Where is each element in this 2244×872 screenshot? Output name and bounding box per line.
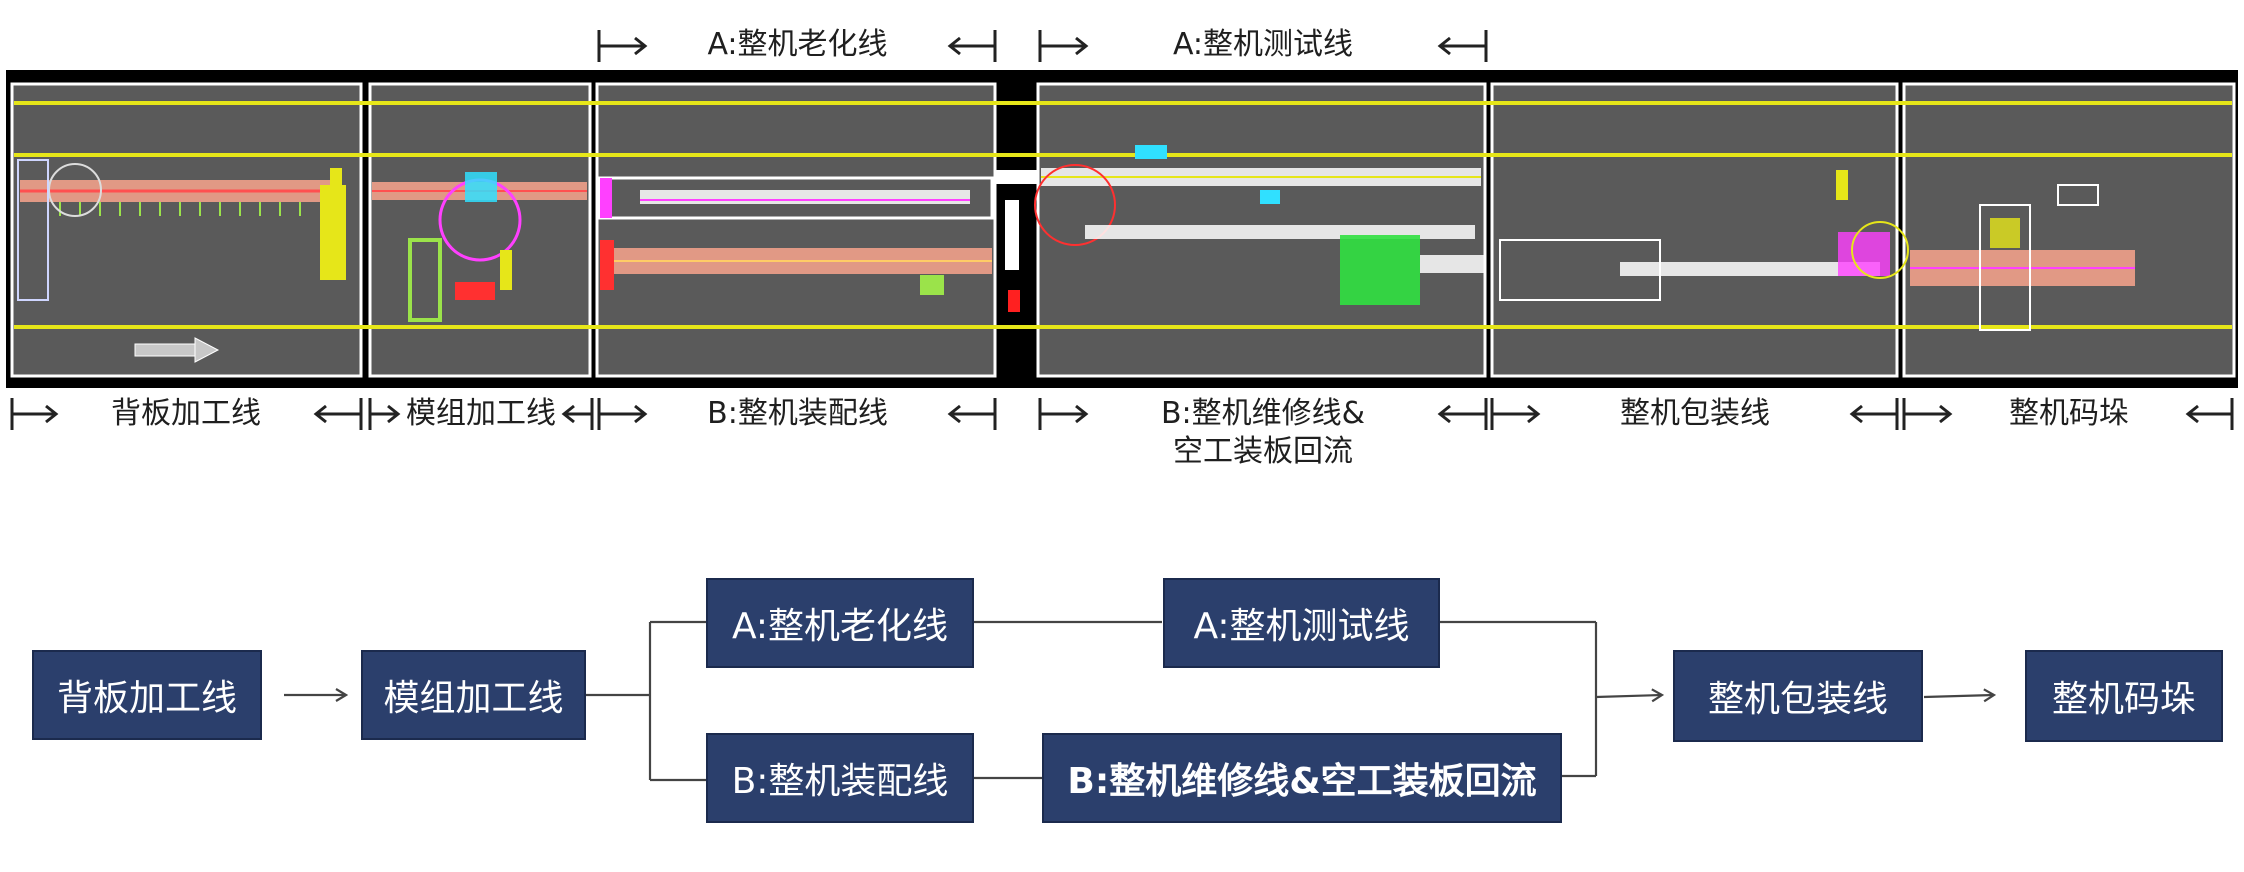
span-bracket-aging	[597, 30, 997, 62]
direction-arrow-icon	[134, 337, 220, 363]
conveyor-aging	[598, 176, 994, 220]
conveyor-module	[372, 172, 587, 322]
flow-box-repair: B:整机维修线&空工装板回流	[1042, 733, 1562, 823]
conveyor-repair	[1085, 225, 1485, 305]
span-label-backplate: 背板加工线	[111, 396, 261, 431]
conveyor-test	[1034, 145, 1481, 246]
conveyor-assembly	[600, 240, 992, 295]
conveyor-bridge	[995, 170, 1039, 312]
layout-drawing	[6, 30, 2238, 430]
flow-box-assembly: B:整机装配线	[706, 733, 974, 823]
flow-box-backplate: 背板加工线	[32, 650, 262, 740]
span-label-aging: A:整机老化线	[707, 27, 888, 62]
conveyor-packing	[1499, 170, 1909, 301]
flow-box-packing: 整机包装线	[1673, 650, 1923, 742]
conveyor-backplate	[17, 159, 346, 301]
flow-box-module: 模组加工线	[361, 650, 586, 740]
span-label-module: 模组加工线	[406, 396, 556, 431]
flow-box-stacking: 整机码垛	[2025, 650, 2223, 742]
arrow-merge-packing	[1595, 695, 1662, 697]
panel-backplate	[10, 82, 363, 378]
yellow-rails	[14, 101, 2232, 329]
flow-connectors	[284, 620, 2244, 782]
span-label-packing: 整机包装线	[1620, 396, 1770, 431]
flow-box-test: A:整机测试线	[1163, 578, 1440, 668]
span-label-assembly: B:整机装配线	[707, 396, 888, 431]
span-label-test: A:整机测试线	[1172, 27, 1354, 62]
flow-box-aging: A:整机老化线	[706, 578, 974, 668]
panel-module	[368, 82, 592, 378]
arrow-packing-stacking	[1923, 695, 1994, 697]
panel-stacking	[1902, 82, 2236, 378]
span-label-repair-line2: 空工装板回流	[1173, 434, 1353, 469]
span-label-repair: B:整机维修线& 空工装板回流	[1086, 395, 1440, 471]
panel-packing	[1490, 82, 1899, 378]
span-bracket-test	[1038, 30, 1488, 62]
conveyor-stacking	[1910, 184, 2135, 331]
span-label-stacking: 整机码垛	[2009, 396, 2129, 431]
span-brackets-bottom	[10, 398, 2234, 430]
panel-aging-assembly	[595, 82, 997, 378]
span-label-repair-line1: B:整机维修线&	[1160, 396, 1366, 431]
